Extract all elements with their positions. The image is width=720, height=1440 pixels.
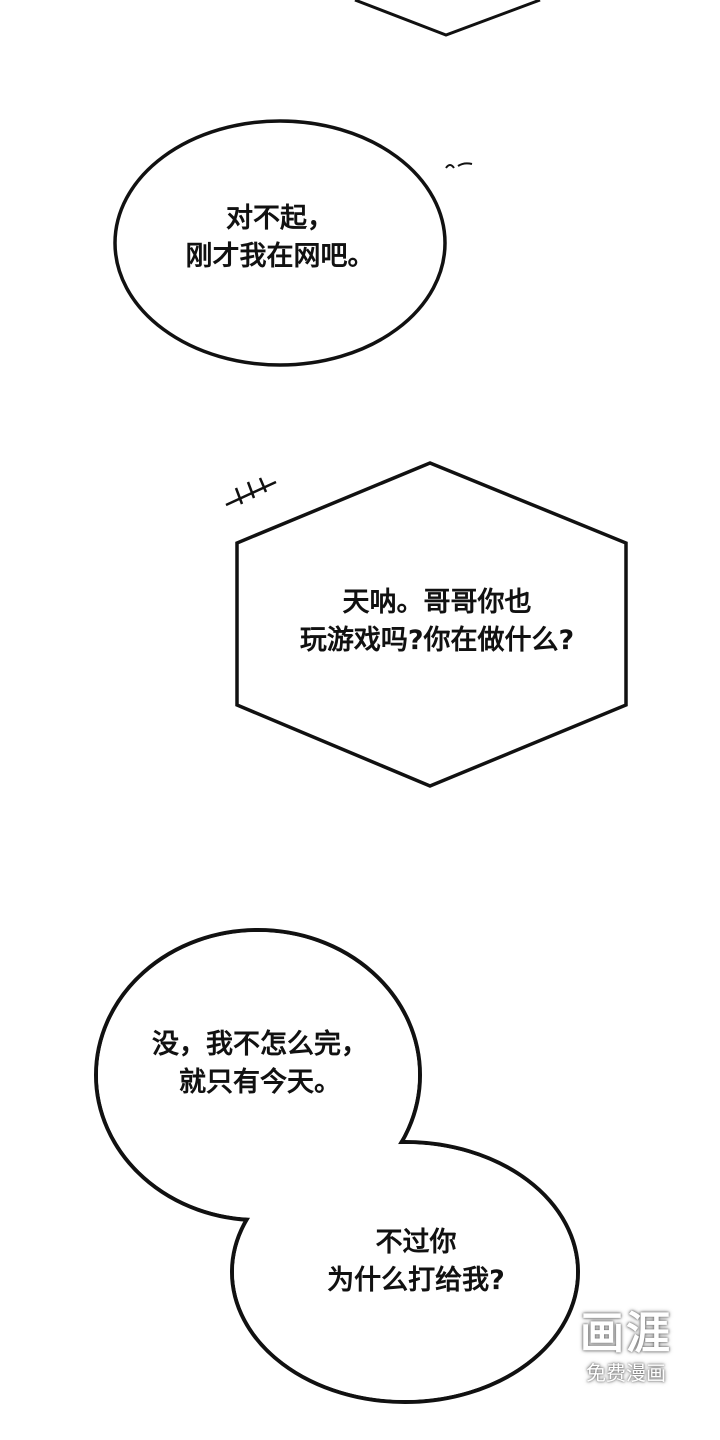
text-line: 就只有今天。	[179, 1067, 341, 1098]
text-line: 不过你	[375, 1227, 457, 1258]
watermark-logo-text: 画涯	[580, 1308, 672, 1359]
bubble-2-text: 天呐。哥哥你也 玩游戏吗?你在做什么?	[300, 584, 574, 660]
bubble-1-text: 对不起， 刚才我在网吧。	[186, 200, 375, 276]
speech-bubble-3-4-merged	[94, 928, 580, 1404]
scratch-mark	[225, 477, 277, 507]
watermark-logo: 画涯 免费漫画	[566, 1308, 686, 1386]
text-line: 刚才我在网吧。	[185, 241, 375, 272]
previous-bubble-edge	[354, 0, 541, 37]
bubble-4-text: 不过你 为什么打给我?	[327, 1224, 505, 1300]
bubble-3-text: 没，我不怎么完， 就只有今天。	[152, 1026, 368, 1102]
text-line: 为什么打给我?	[327, 1265, 505, 1296]
text-line: 天呐。哥哥你也	[342, 587, 532, 618]
sweat-mark	[445, 162, 473, 169]
text-line: 没，我不怎么完，	[152, 1029, 368, 1060]
watermark-caption: 免费漫画	[586, 1361, 666, 1385]
text-line: 玩游戏吗?你在做什么?	[299, 625, 575, 656]
text-line: 对不起，	[226, 203, 334, 234]
speech-bubble-2-hexagon	[235, 461, 628, 788]
speech-bubble-1	[113, 119, 447, 367]
